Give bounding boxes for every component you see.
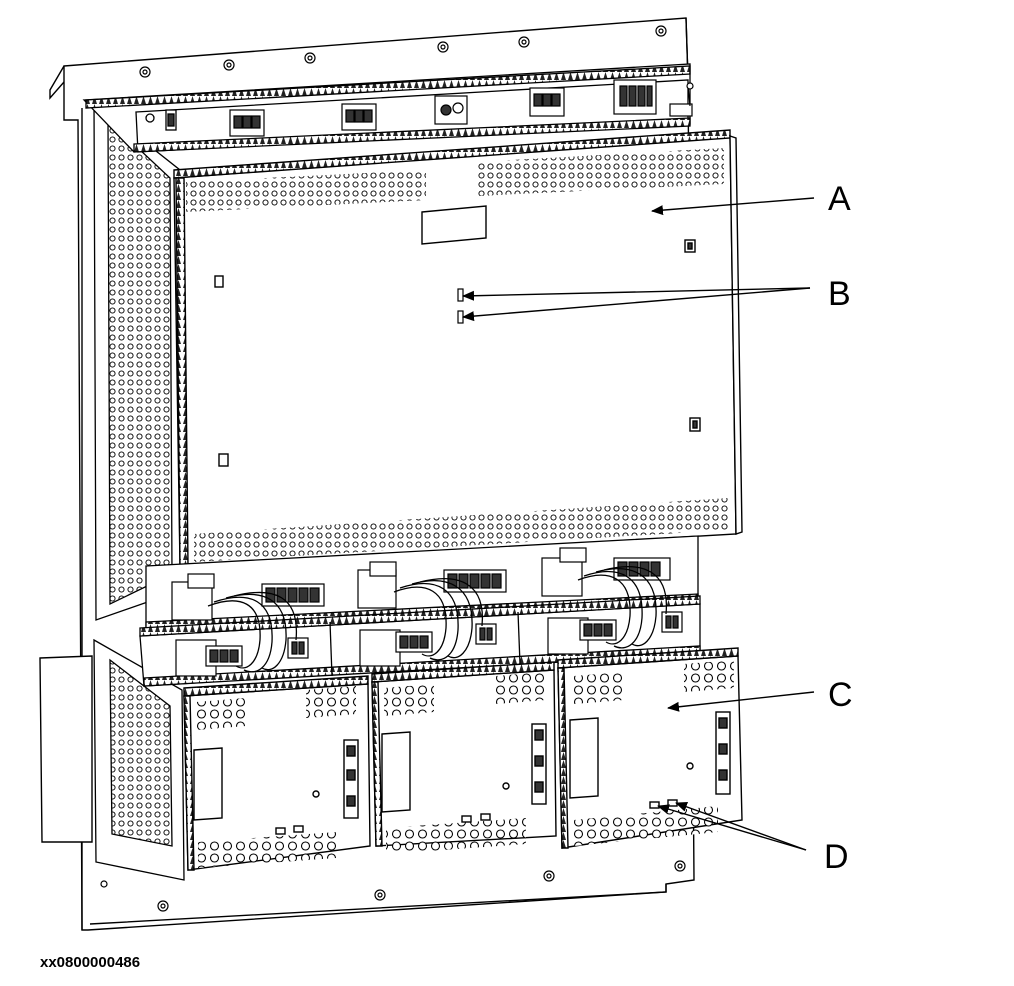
rail-bolt — [669, 82, 694, 117]
indicator-led — [457, 288, 464, 302]
leader-line-b-1 — [462, 287, 811, 301]
status-led — [667, 799, 678, 807]
power-supply-module — [183, 675, 371, 871]
leader-line-b-2 — [462, 287, 811, 322]
terminal-block — [359, 623, 497, 667]
terminal-block — [547, 611, 683, 655]
callout-label-d: D — [824, 838, 849, 876]
terminal-block — [434, 95, 468, 125]
upper-terminal-blocks — [171, 547, 671, 621]
terminal-block — [175, 637, 309, 677]
leader-line-a — [651, 197, 815, 216]
indicator-led — [457, 310, 464, 324]
leader-line-d-1 — [657, 804, 807, 851]
terminal-block — [613, 79, 657, 115]
callout-label-c: C — [828, 676, 853, 714]
top-terminal-blocks — [229, 79, 694, 137]
side-connector — [531, 723, 547, 805]
cable-loop — [207, 591, 298, 673]
terminal-block — [171, 573, 325, 621]
status-led — [649, 801, 660, 809]
figure-id: xx0800000486 — [40, 954, 141, 971]
cable-loop — [577, 566, 668, 649]
terminal-block — [229, 109, 265, 137]
power-supply-module — [371, 661, 557, 854]
left-side-panel — [93, 100, 185, 881]
callout-label-b: B — [828, 275, 851, 313]
terminal-block — [357, 561, 507, 609]
leader-line-c — [667, 691, 815, 712]
cable-loop — [393, 578, 484, 661]
side-connector — [715, 711, 731, 795]
terminal-block — [529, 87, 565, 117]
lower-terminal-blocks — [175, 611, 683, 677]
cable-loops — [207, 566, 668, 673]
terminal-block — [341, 103, 377, 131]
side-connector — [343, 739, 359, 819]
main-unit — [173, 129, 743, 567]
power-supply-module — [557, 647, 743, 849]
callout-leaders — [462, 197, 815, 851]
callout-labels: A B C D — [824, 180, 853, 876]
callout-label-a: A — [828, 180, 851, 218]
leader-line-d-2 — [675, 802, 807, 851]
